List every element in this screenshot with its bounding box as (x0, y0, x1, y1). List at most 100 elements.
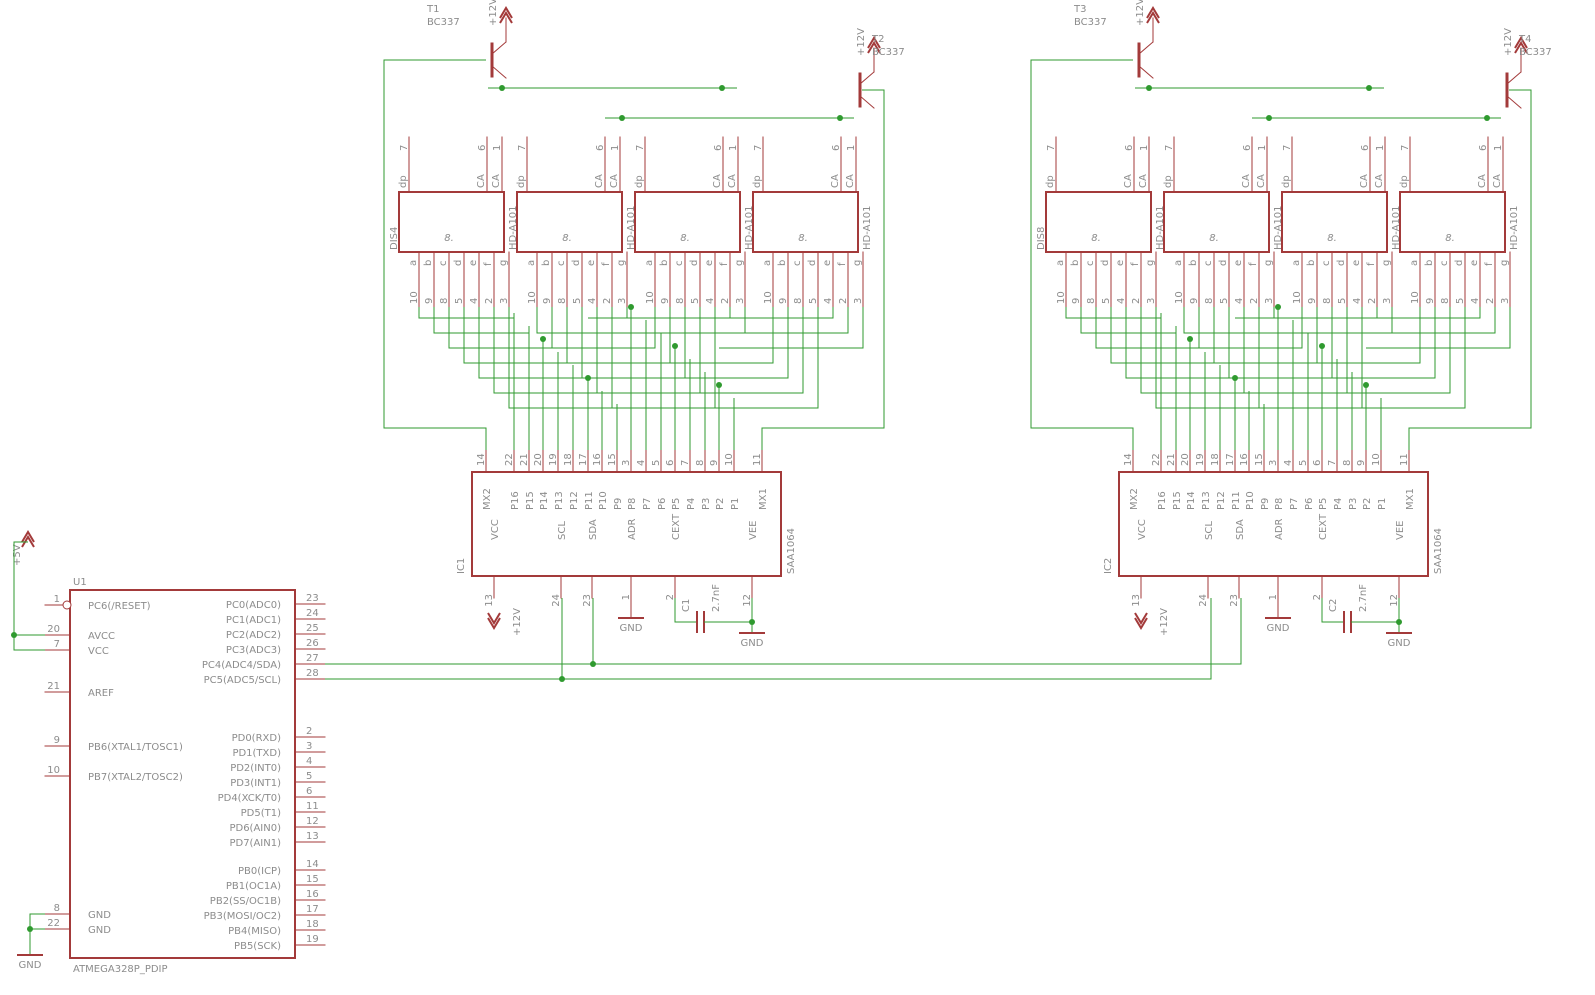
driver-pin-number: 11 (752, 453, 763, 466)
transistor-value: BC337 (1519, 47, 1552, 58)
junction-dot (716, 382, 722, 388)
driver-pin-number: 5 (651, 460, 662, 466)
mcu-pin-name: PC5(ADC5/SCL) (204, 675, 281, 686)
driver-pin-number: 21 (1166, 453, 1177, 466)
driver-pin-name: ADR (1274, 518, 1285, 540)
driver-pin-name: P14 (539, 491, 550, 510)
driver-pin-number: 13 (484, 594, 495, 607)
driver-pin-name: CEXT (671, 513, 682, 540)
net-wire (661, 307, 804, 394)
mcu-pin-name: PB6(XTAL1/TOSC1) (88, 742, 183, 753)
mcu-pin-name: PC6(/RESET) (88, 601, 151, 612)
display-pin-name: a (1409, 260, 1420, 266)
junction-dot (619, 115, 625, 121)
display-pin-name: CA (476, 174, 487, 188)
driver-pin-number: 9 (1356, 460, 1367, 466)
display-pin-number: 1 (1375, 145, 1386, 151)
net-wire (508, 307, 602, 409)
mcu-pin-number: 10 (47, 765, 60, 776)
display-pin-number: 1 (1139, 145, 1150, 151)
display-pin-name: CA (1138, 174, 1149, 188)
supply-label: +12V (1135, 0, 1146, 26)
driver-pin-name: P2 (715, 498, 726, 510)
display-pin-number: 1 (492, 145, 503, 151)
display-pin-name: a (1291, 260, 1302, 266)
driver-pin-number: 4 (1283, 460, 1294, 466)
display-pin-name: f (483, 262, 494, 266)
driver-pin-name: P16 (510, 491, 521, 510)
display-pin-number: 3 (1264, 298, 1275, 304)
display-pin-number: 3 (499, 298, 510, 304)
display-pin-number: 9 (424, 298, 435, 304)
mcu-pin-number: 20 (47, 624, 60, 635)
mcu-pin-number: 13 (306, 831, 319, 842)
transistor-collector (859, 71, 875, 85)
display-pin-number: 6 (477, 145, 488, 151)
display-pin-number: 6 (1360, 145, 1371, 151)
display-pin-name: d (807, 260, 818, 266)
ground-label: GND (19, 960, 42, 971)
junction-dot (559, 676, 565, 682)
display-body (1399, 191, 1506, 253)
display-pin-name: d (1218, 260, 1229, 266)
inverted-pin-icon (62, 600, 72, 610)
mcu-pin-name: PB1(OC1A) (226, 881, 281, 892)
display-pin-number: 2 (1131, 298, 1142, 304)
net-wire (13, 541, 45, 651)
display-pin-name: CA (1374, 174, 1385, 188)
display-pin-number: 3 (1146, 298, 1157, 304)
driver-pin-name: P13 (554, 491, 565, 510)
display-pin-number: 9 (1071, 298, 1082, 304)
display-pin-name: b (777, 260, 788, 266)
mcu-pin-name: PB3(MOSI/OC2) (204, 911, 282, 922)
net-wire (1321, 598, 1344, 623)
supply-12v-icon (867, 36, 881, 49)
driver-pin-name: P15 (1172, 491, 1183, 510)
display-pin-number: 7 (1282, 145, 1293, 151)
display-value: HD-A101 (862, 205, 873, 250)
display-pin-number: 10 (1056, 291, 1067, 304)
display-pin-name: b (541, 260, 552, 266)
driver-value: SAA1064 (786, 528, 797, 574)
transistor-refdes: T1 (426, 4, 439, 15)
display-pin-name: c (1203, 261, 1214, 267)
mcu-pin-number: 4 (306, 756, 312, 767)
display-pin-name: CA (491, 174, 502, 188)
junction-dot (1232, 375, 1238, 381)
net-wire (1161, 307, 1303, 349)
net-wire (1205, 307, 1348, 394)
net-wire (588, 307, 731, 319)
display-pin-name: dp (634, 175, 645, 188)
driver-pin-name: P5 (671, 498, 682, 510)
display-pin-name: c (1321, 261, 1332, 267)
net-wire (761, 89, 885, 450)
capacitor-value: 2.7nF (1358, 584, 1369, 612)
display-pin-name: CA (609, 174, 620, 188)
display-pin-number: 7 (399, 145, 410, 151)
net-wire (1352, 307, 1496, 334)
driver-pin-number: 6 (665, 460, 676, 466)
net-wire (1125, 307, 1220, 379)
net-wire (646, 307, 789, 379)
display-pin-name: b (1070, 260, 1081, 266)
display-pin-number: 7 (1046, 145, 1057, 151)
display-pin-number: 1 (1257, 145, 1268, 151)
display-pin-name: CA (830, 174, 841, 188)
display-pin-name: g (498, 260, 509, 266)
display-pin-number: 8 (793, 298, 804, 304)
mcu-pin-name: GND (88, 910, 111, 921)
ground-label: GND (741, 638, 764, 649)
net-wire (1337, 307, 1481, 319)
display-value: HD-A101 (1391, 205, 1402, 250)
display-pin-number: 2 (720, 298, 731, 304)
display-pin-number: 7 (1164, 145, 1175, 151)
display-pin-name: e (586, 260, 597, 266)
display-pin-name: g (1263, 260, 1274, 266)
display-pin-number: 3 (853, 298, 864, 304)
mcu-pin-number: 28 (306, 668, 319, 679)
net-wire (1213, 307, 1308, 364)
mcu-pin-number: 18 (306, 919, 319, 930)
net-wire (1183, 307, 1278, 334)
driver-pin-number: 4 (636, 460, 647, 466)
supply-12v-icon (499, 11, 513, 24)
